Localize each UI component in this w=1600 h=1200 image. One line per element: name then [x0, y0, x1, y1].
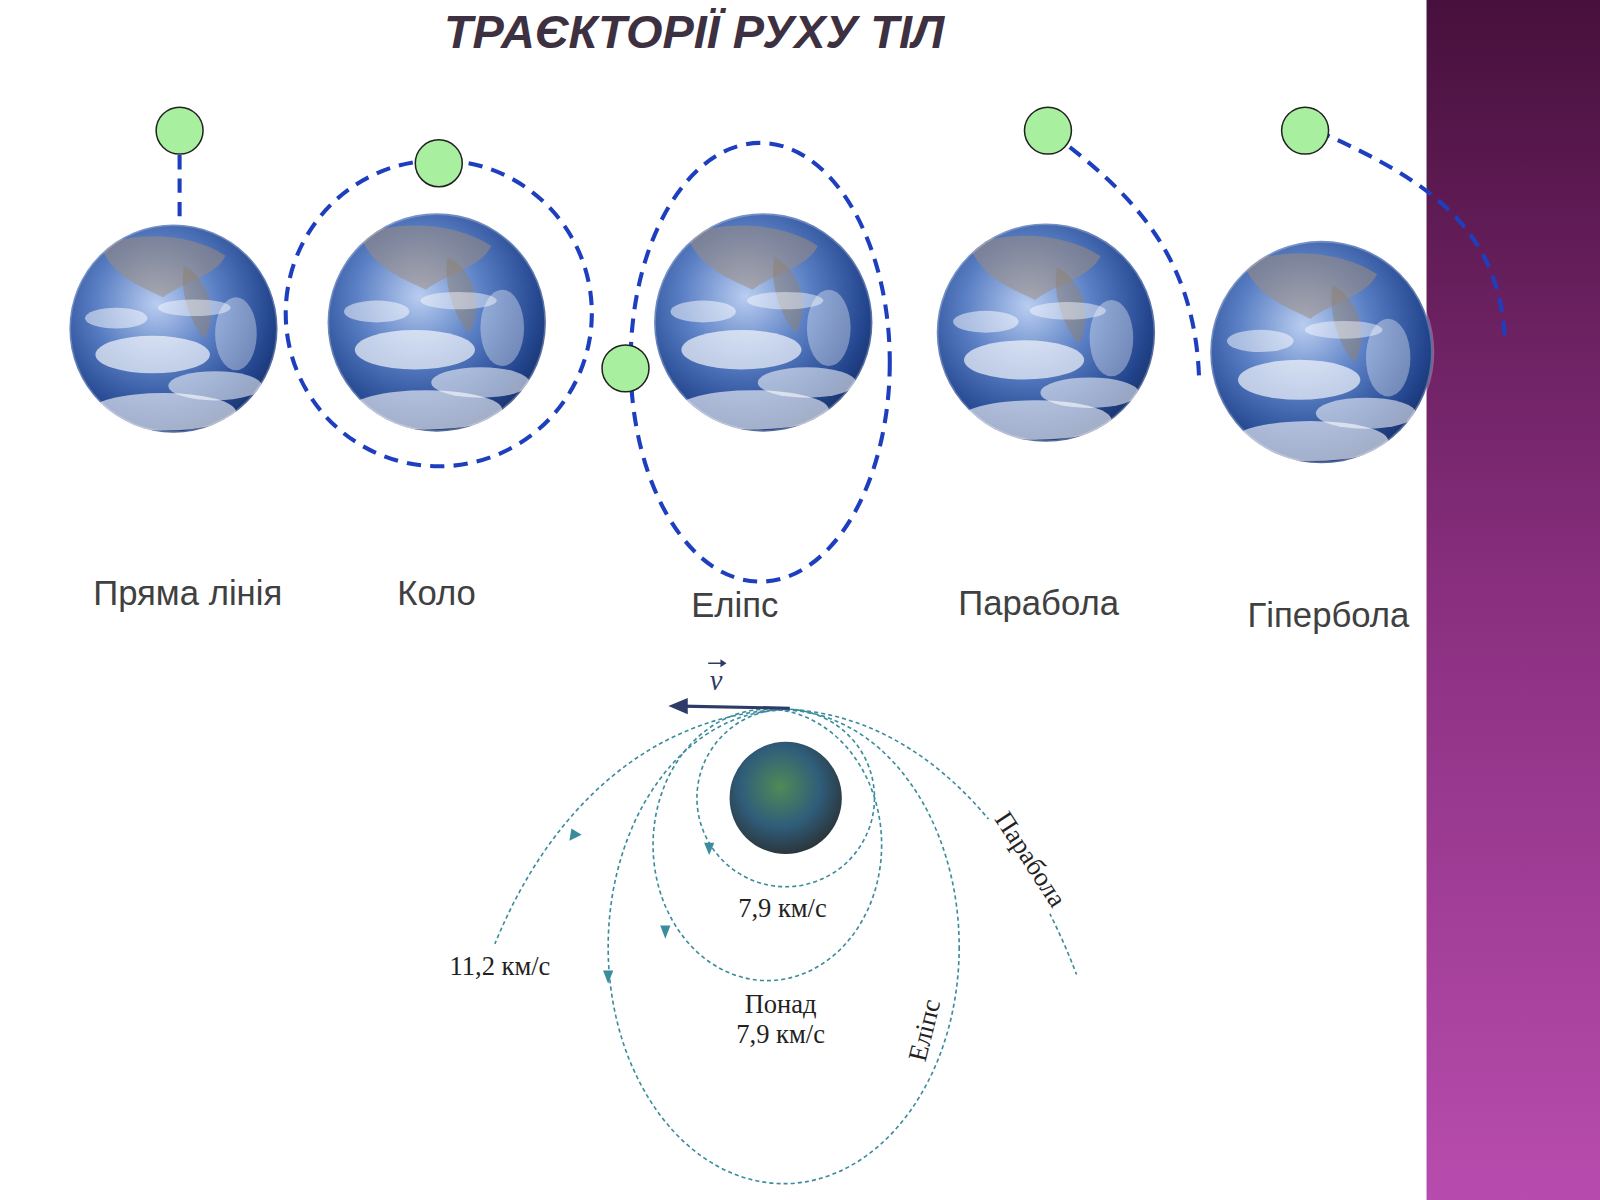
body-circle — [415, 140, 462, 187]
small-earth — [730, 742, 842, 854]
trajectory-parabola — [1051, 133, 1199, 376]
speed-label: 7,9 км/с — [735, 893, 830, 924]
earth — [328, 213, 546, 431]
trajectory-hyperbola — [1316, 131, 1505, 342]
trajectory-label: Еліпс — [691, 586, 778, 626]
side-panel — [1427, 0, 1600, 1200]
speed-label: Понад 7,9 км/с — [727, 989, 835, 1050]
body-circle — [156, 107, 203, 154]
vector-label: v — [710, 665, 723, 698]
velocity-vector — [668, 659, 789, 714]
body-circle — [1024, 107, 1071, 154]
trajectory-label: Парабола — [958, 584, 1119, 624]
curve-label: Парабола — [987, 803, 1074, 915]
direction-marks — [569, 829, 714, 984]
earth — [937, 223, 1155, 441]
body-circle — [602, 345, 649, 392]
body-circle — [1282, 107, 1329, 154]
speed-label: 11,2 км/с — [447, 951, 554, 982]
earth — [1210, 241, 1432, 463]
trajectory-label: Гіпербола — [1248, 596, 1410, 636]
trajectory-ellipse — [631, 143, 890, 582]
earth — [654, 213, 872, 431]
trajectory-line — [178, 155, 182, 222]
slide-title: ТРАЄКТОРІЇ РУХУ ТІЛ — [444, 6, 944, 60]
curve-label: Еліпс — [901, 993, 947, 1067]
trajectory-circle — [286, 160, 592, 466]
trajectory-label: Пряма лінія — [93, 574, 282, 614]
trajectory-label: Коло — [397, 574, 476, 614]
orbit-diagram — [495, 709, 1077, 1183]
earth — [69, 224, 277, 432]
